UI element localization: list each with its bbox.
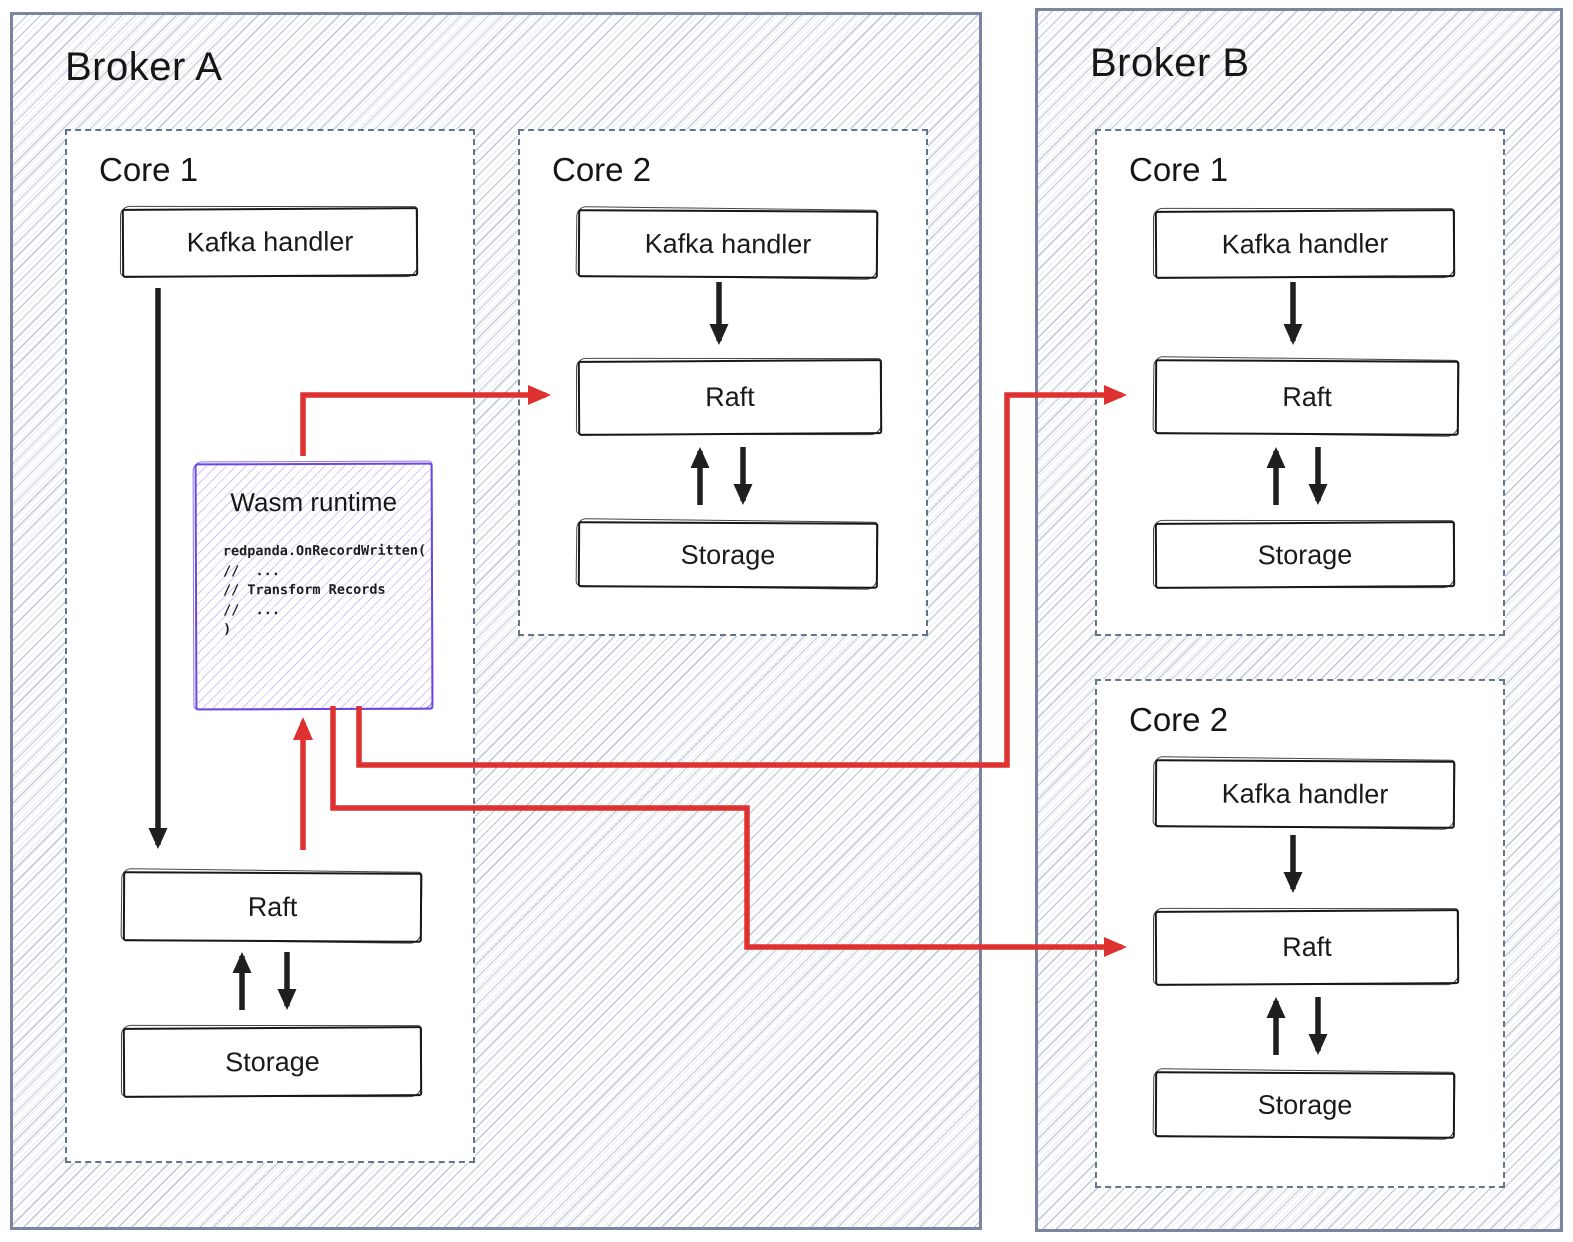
broker-b-core-1: Core 1 Kafka handler Raft Storage <box>1095 129 1505 636</box>
broker-b-core-2-label: Core 2 <box>1129 701 1229 738</box>
broker-b-core-1-storage-box: Storage <box>1154 521 1456 589</box>
broker-a-core-2-kafka-handler-box: Kafka handler <box>577 209 879 279</box>
kafka-handler-label: Kafka handler <box>1221 227 1389 260</box>
kafka-handler-label: Kafka handler <box>644 228 812 259</box>
broker-a-core-1-storage-box: Storage <box>122 1026 423 1098</box>
broker-a-core-1: Core 1 Kafka handler Wasm runtime redpan… <box>65 129 475 1163</box>
raft-label: Raft <box>1282 381 1332 413</box>
broker-a-container: Broker A Core 1 Kafka handler Wasm runti… <box>10 12 982 1230</box>
raft-label: Raft <box>705 381 755 413</box>
raft-label: Raft <box>1282 931 1332 963</box>
storage-label: Storage <box>1257 1089 1353 1120</box>
broker-a-core-1-kafka-handler-box: Kafka handler <box>121 207 419 278</box>
broker-a-title: Broker A <box>65 45 223 89</box>
broker-a-core-2-raft-box: Raft <box>577 359 883 436</box>
broker-a-core-2-storage-box: Storage <box>577 521 879 589</box>
broker-b-core-2-kafka-handler-box: Kafka handler <box>1154 759 1456 829</box>
wasm-runtime-box: Wasm runtime redpanda.OnRecordWritten( /… <box>194 462 434 711</box>
storage-label: Storage <box>680 539 776 570</box>
kafka-handler-label: Kafka handler <box>186 226 354 258</box>
broker-a-core-2: Core 2 Kafka handler Raft Storage <box>518 129 928 636</box>
wasm-runtime-code: redpanda.OnRecordWritten( // ... // Tran… <box>222 542 427 638</box>
raft-label: Raft <box>247 891 298 922</box>
broker-a-core-1-raft-box: Raft <box>122 871 423 943</box>
broker-b-core-1-raft-box: Raft <box>1154 359 1460 436</box>
broker-b-core-1-label: Core 1 <box>1129 151 1229 188</box>
wasm-runtime-title: Wasm runtime <box>230 486 398 518</box>
broker-b-core-2-storage-box: Storage <box>1154 1071 1456 1139</box>
broker-b-container: Broker B Core 1 Kafka handler Raft Stora… <box>1035 8 1563 1232</box>
broker-b-core-2: Core 2 Kafka handler Raft Storage <box>1095 679 1505 1188</box>
broker-b-title: Broker B <box>1090 41 1250 85</box>
storage-label: Storage <box>1257 539 1353 570</box>
broker-b-core-2-raft-box: Raft <box>1154 909 1460 986</box>
broker-b-core-1-kafka-handler-box: Kafka handler <box>1154 209 1456 279</box>
storage-label: Storage <box>225 1046 320 1077</box>
broker-a-core-2-label: Core 2 <box>552 151 652 188</box>
kafka-handler-label: Kafka handler <box>1221 778 1389 809</box>
broker-a-core-1-label: Core 1 <box>99 151 199 188</box>
